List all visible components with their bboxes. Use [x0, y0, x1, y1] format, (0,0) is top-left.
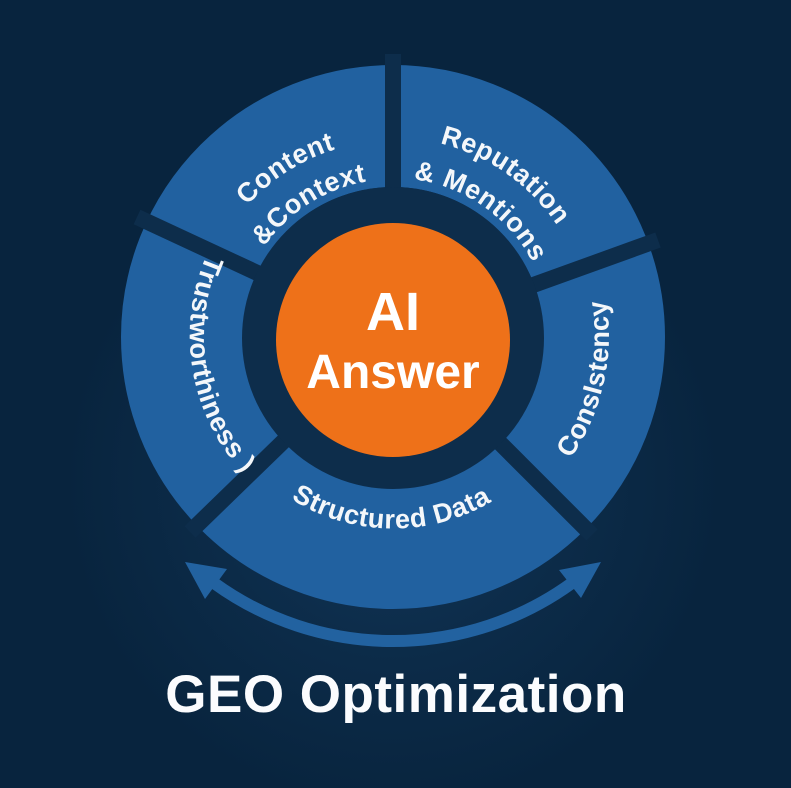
diagram-title: GEO Optimization — [165, 665, 626, 724]
segment-dividers — [133, 54, 661, 541]
segment-divider — [486, 429, 598, 541]
cycle-arrow-icon — [185, 562, 601, 647]
segment-divider — [133, 209, 270, 285]
segment-divider — [522, 232, 661, 296]
segment-divider — [184, 427, 298, 538]
answer-label: Answer — [306, 346, 479, 399]
arrowhead-left-icon — [185, 562, 227, 599]
ai-answer-circle — [276, 223, 510, 457]
cycle-arrow-arc — [210, 578, 576, 647]
ai-label: AI — [366, 282, 420, 342]
arrowhead-right-icon — [559, 562, 601, 598]
